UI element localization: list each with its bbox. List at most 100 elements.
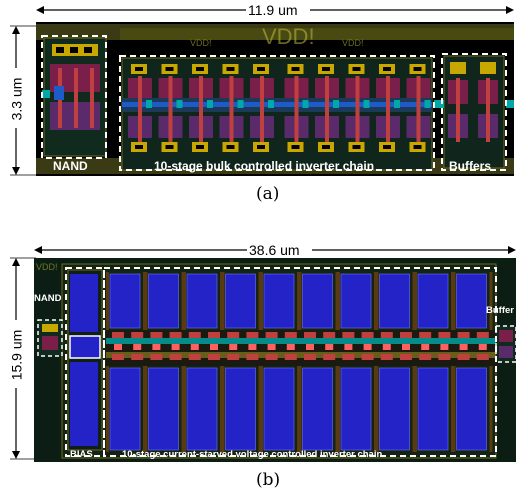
layout-shape: [169, 332, 182, 338]
layout-shape: [150, 354, 163, 360]
layout-shape: [291, 145, 300, 149]
layout-shape: [478, 344, 487, 350]
layout-shape: [248, 344, 257, 350]
layout-shape: [325, 76, 329, 142]
layout-shape: [302, 273, 333, 329]
layout-shape: [361, 332, 374, 338]
buffers-label-a: Buffers: [449, 159, 492, 173]
layout-shape: [237, 100, 244, 108]
layout-shape: [265, 354, 278, 360]
layout-shape: [263, 367, 295, 451]
layout-shape: [186, 367, 218, 451]
layout-shape: [382, 344, 391, 350]
layout-shape: [135, 145, 143, 149]
layout-shape: [322, 145, 330, 149]
layout-shape: [210, 344, 218, 350]
layout-shape: [169, 354, 182, 360]
layout-shape: [342, 354, 355, 360]
layout-shape: [323, 354, 336, 360]
layout-shape: [306, 344, 314, 350]
layout-shape: [380, 354, 393, 360]
chain-label-b: 10-stage current-starved voltage control…: [122, 449, 383, 460]
caption-b: (b): [256, 470, 281, 490]
layout-shape: [168, 76, 173, 142]
layout-shape: [246, 332, 259, 338]
layout-shape: [302, 100, 309, 108]
nand-label-b: NAND: [34, 293, 62, 304]
layout-shape: [229, 76, 234, 142]
layout-shape: [400, 354, 412, 360]
layout-shape: [207, 100, 213, 108]
layout-shape: [416, 76, 421, 142]
layout-shape: [304, 332, 316, 338]
layout-shape: [131, 354, 144, 360]
rail-label-a-1: VDD!: [190, 38, 212, 48]
layout-shape: [355, 76, 360, 142]
layout-shape: [267, 344, 276, 350]
layout-shape: [208, 354, 220, 360]
layout-shape: [186, 273, 218, 329]
layout-shape: [284, 332, 297, 338]
bias-label-b: BIAS: [70, 449, 93, 460]
layout-shape: [188, 354, 201, 360]
layout-shape: [440, 344, 449, 350]
layout-shape: [413, 145, 422, 149]
layout-shape: [457, 332, 470, 338]
layout-shape: [246, 354, 259, 360]
layout-shape: [135, 67, 143, 71]
layout-shape: [322, 67, 330, 71]
layout-shape: [133, 344, 142, 350]
layout-shape: [171, 344, 180, 350]
layout-shape: [352, 145, 361, 149]
layout-shape: [380, 332, 393, 338]
layout-shape: [344, 344, 353, 350]
layout-shape: [188, 332, 201, 338]
layout-shape: [363, 100, 370, 108]
layout-shape: [386, 76, 390, 142]
layout-shape: [227, 354, 240, 360]
layout-shape: [476, 354, 489, 360]
layout-shape: [138, 76, 142, 142]
panel-b-width-label: 38.6 um: [247, 242, 302, 258]
caption-a: (a): [256, 184, 280, 204]
layout-shape: [459, 344, 468, 350]
chain-label-a: 10-stage bulk controlled inverter chain: [154, 159, 375, 173]
layout-shape: [226, 145, 235, 149]
layout-shape: [225, 273, 256, 329]
layout-shape: [323, 332, 336, 338]
layout-shape: [131, 332, 144, 338]
layout-shape: [325, 344, 334, 350]
layout-shape: [112, 332, 124, 338]
panel-a-height-label: 3.3 um: [8, 77, 25, 121]
layout-shape: [394, 100, 400, 108]
layout-shape: [286, 344, 295, 350]
layout-shape: [208, 332, 220, 338]
layout-shape: [199, 76, 203, 142]
layout-shape: [294, 76, 299, 142]
layout-shape: [417, 273, 449, 329]
layout-shape: [383, 145, 391, 149]
layout-shape: [379, 273, 410, 329]
layout-shape: [152, 344, 161, 350]
rail-label-a-3: VDD!: [342, 38, 364, 48]
layout-shape: [333, 100, 339, 108]
layout-a: VDD! VDD! VDD! NAND 10-stage bulk contro…: [36, 22, 514, 176]
layout-shape: [196, 145, 204, 149]
layout-shape: [438, 354, 451, 360]
layout-shape: [176, 100, 183, 108]
layout-shape: [148, 273, 179, 329]
layout-shape: [457, 354, 470, 360]
layout-shape: [421, 344, 430, 350]
layout-shape: [284, 354, 297, 360]
layout-shape: [424, 100, 431, 108]
layout-shape: [268, 100, 274, 108]
layout-shape: [229, 344, 238, 350]
layout-shape: [291, 67, 300, 71]
layout-shape: [413, 67, 422, 71]
layout-shape: [146, 100, 152, 108]
layout-shape: [340, 273, 372, 329]
layout-shape: [165, 67, 174, 71]
layout-b: VDD! NAND Buffer BIAS 10-stage current-s…: [34, 258, 516, 462]
buffer-label-b: Buffer: [486, 305, 514, 316]
layout-shape: [361, 354, 374, 360]
